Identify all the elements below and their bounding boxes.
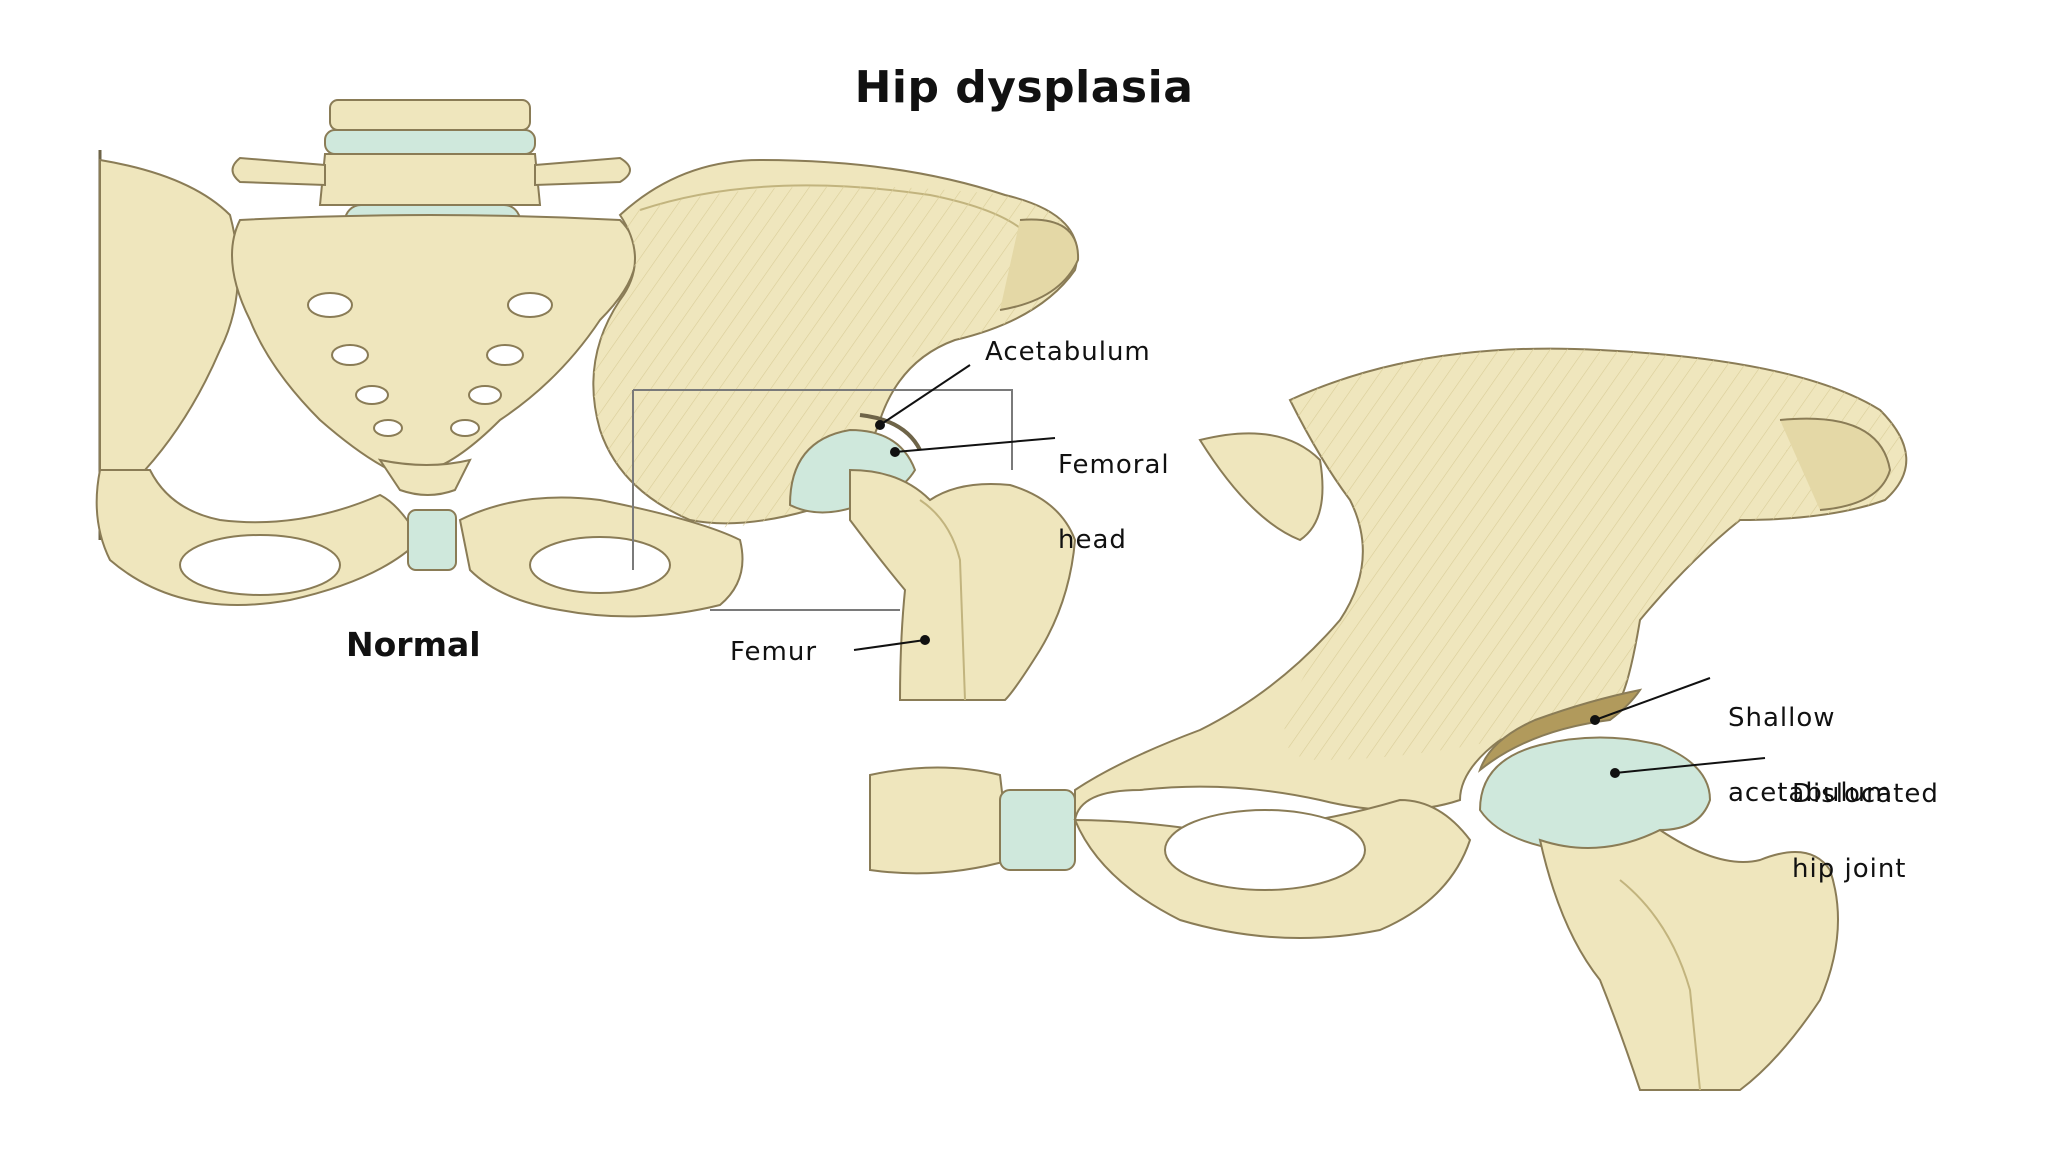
dislocated-hip-joint-label: Dislocated hip joint (1792, 732, 1939, 932)
femur-label: Femur (730, 637, 818, 667)
shallow-acetabulum-label-line2: acetabulum (1728, 778, 1893, 808)
dysplasia-pelvis-illustration (869, 347, 1908, 1091)
dislocated-hip-joint-label-line2: hip joint (1792, 854, 1907, 884)
femoral-head-label-line2: head (1058, 525, 1127, 555)
acetabulum-label: Acetabulum (985, 337, 1151, 367)
shallow-acetabulum-label-line1: Shallow (1728, 703, 1836, 733)
intervertebral-disc-upper (324, 129, 536, 155)
normal-pelvis-illustration (95, 99, 1080, 701)
pubic-symphysis (407, 509, 457, 571)
dislocated-femoral-head (1478, 736, 1712, 854)
diagram-title: Hip dysplasia (854, 62, 1194, 113)
normal-panel-label: Normal (346, 625, 481, 664)
shallow-acetabulum (1477, 688, 1643, 773)
left-ilium (99, 158, 239, 471)
sacrum (231, 214, 637, 471)
dysplasia-pubic-symphysis (999, 789, 1076, 871)
femoral-head-label-line1: Femoral (1058, 450, 1170, 480)
normal-acetabulum (859, 413, 922, 451)
dysplasia-femur (1538, 828, 1839, 1091)
normal-femur (849, 468, 1077, 701)
coccyx (377, 458, 472, 496)
dislocated-hip-joint-label-line1: Dislocated (1792, 779, 1939, 809)
shallow-acetabulum-label: Shallow acetabulum (1728, 656, 1892, 856)
femoral-head-label: Femoral head (1058, 403, 1170, 603)
leader-lines (853, 364, 1766, 778)
lumbar-vertebra-lower (318, 153, 542, 206)
